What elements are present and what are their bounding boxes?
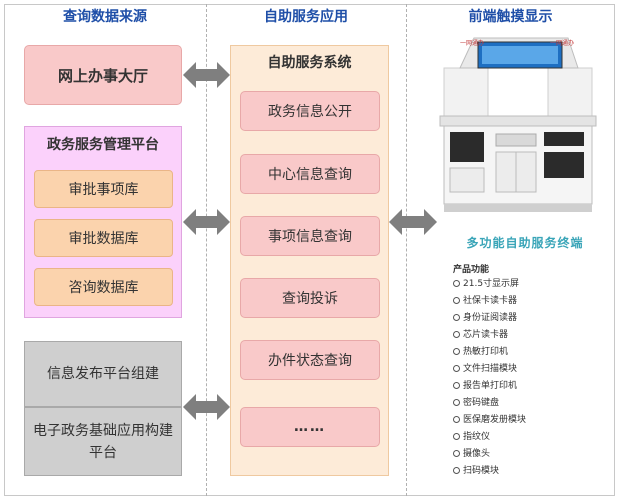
more-items: …… [240, 407, 380, 447]
consult-db: 咨询数据库 [34, 268, 173, 306]
features-title: 产品功能 [453, 265, 490, 275]
center-info-query: 中心信息查询 [240, 154, 380, 194]
query-complaint: 查询投诉 [240, 278, 380, 318]
feature-label: 医保磨发册模块 [463, 415, 527, 425]
double-arrow-platform [183, 209, 230, 235]
double-arrow-terminal [389, 209, 437, 235]
bullet-icon [453, 365, 460, 372]
case-status-query: 办件状态查询 [240, 340, 380, 380]
bullet-icon [453, 331, 460, 338]
feature-item: 报告单打印机 [453, 378, 603, 395]
feature-item: 热敏打印机 [453, 344, 603, 361]
feature-label: 密码键盘 [463, 398, 500, 408]
features-list: 21.5寸显示屏 社保卡读卡器 身份证阅读器 芯片读卡器 热敏打印机 文件扫描模… [453, 276, 603, 480]
bullet-icon [453, 399, 460, 406]
feature-item: 21.5寸显示屏 [453, 276, 603, 293]
feature-label: 社保卡读卡器 [463, 296, 518, 306]
feature-label: 芯片读卡器 [463, 330, 509, 340]
feature-item: 扫码模块 [453, 463, 603, 480]
feature-label: 热敏打印机 [463, 347, 509, 357]
middle-column-title: 自助服务应用 [264, 9, 348, 25]
approval-data-db: 审批数据库 [34, 219, 173, 257]
gov-info-public: 政务信息公开 [240, 91, 380, 131]
bullet-icon [453, 450, 460, 457]
feature-label: 文件扫描模块 [463, 364, 518, 374]
left-column-title: 查询数据来源 [63, 9, 147, 25]
bullet-icon [453, 297, 460, 304]
double-arrow-online-hall [183, 62, 230, 88]
feature-label: 扫码模块 [463, 466, 500, 476]
feature-label: 21.5寸显示屏 [463, 279, 520, 289]
feature-label: 指纹仪 [463, 432, 491, 442]
feature-item: 密码键盘 [453, 395, 603, 412]
feature-label: 报告单打印机 [463, 381, 518, 391]
feature-item: 摄像头 [453, 446, 603, 463]
bullet-icon [453, 382, 460, 389]
bullet-icon [453, 280, 460, 287]
self-service-system-title: 自助服务系统 [267, 55, 352, 71]
feature-label: 身份证阅读器 [463, 313, 518, 323]
right-column-title: 前端触摸显示 [468, 9, 553, 25]
feature-item: 指纹仪 [453, 429, 603, 446]
terminal-name: 多功能自助服务终端 [466, 236, 584, 250]
feature-item: 身份证阅读器 [453, 310, 603, 327]
bullet-icon [453, 314, 460, 321]
online-hall-box: 网上办事大厅 [24, 45, 182, 105]
diagram-frame [4, 4, 615, 496]
feature-item: 芯片读卡器 [453, 327, 603, 344]
bullet-icon [453, 416, 460, 423]
column-divider-right [406, 4, 407, 496]
feature-label: 摄像头 [463, 449, 491, 459]
egov-platform: 电子政务基础应用构建平台 [24, 407, 182, 476]
info-publish-platform: 信息发布平台组建 [24, 341, 182, 407]
matter-info-query: 事项信息查询 [240, 216, 380, 256]
kiosk-side-label-right: 一网通办 [550, 40, 575, 47]
kiosk-side-label-left: 一网通办 [460, 40, 485, 47]
approval-items-db: 审批事项库 [34, 170, 173, 208]
bullet-icon [453, 348, 460, 355]
bullet-icon [453, 433, 460, 440]
double-arrow-gray-platform [183, 394, 230, 420]
feature-item: 医保磨发册模块 [453, 412, 603, 429]
kiosk-illustration: 一网通办 一网通办 [438, 28, 598, 218]
feature-item: 文件扫描模块 [453, 361, 603, 378]
bullet-icon [453, 467, 460, 474]
column-divider-left [206, 4, 207, 496]
feature-item: 社保卡读卡器 [453, 293, 603, 310]
service-platform-title: 政务服务管理平台 [47, 137, 159, 153]
